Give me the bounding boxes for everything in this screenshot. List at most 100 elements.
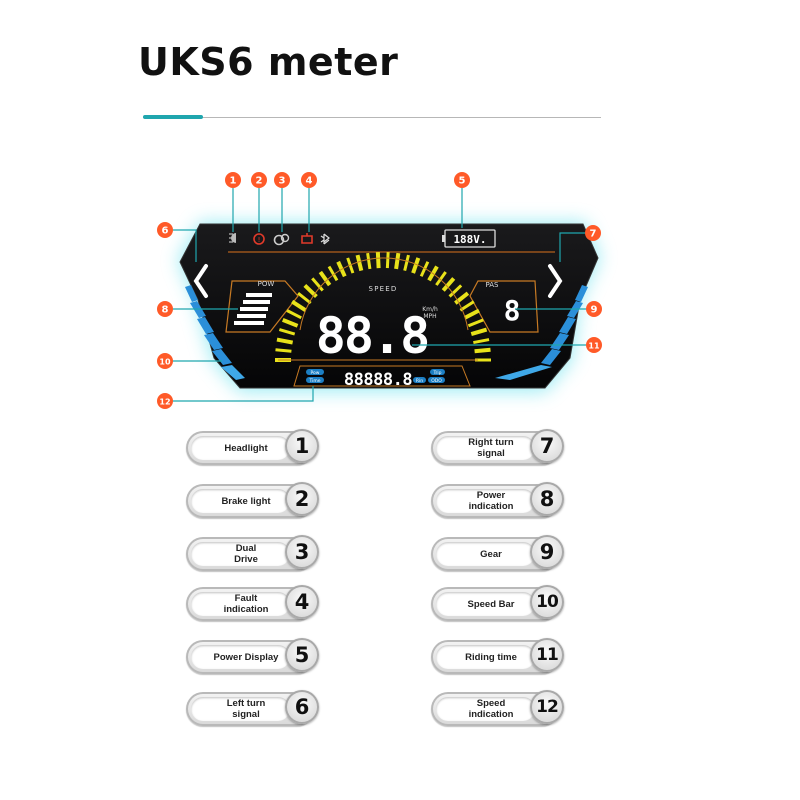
odometer-strip-outline — [293, 365, 471, 387]
brake-light-icon: ! — [253, 233, 265, 245]
pas-panel-outline — [469, 280, 539, 333]
trip-tag — [430, 369, 445, 375]
bluetooth-icon — [320, 233, 330, 245]
legend-item: Speed indication 12 — [431, 690, 565, 728]
gauge-tick — [435, 271, 447, 286]
legend-item: Brake light 2 — [186, 482, 320, 520]
trip-label-rin: Rin — [416, 378, 423, 384]
gauge-tick — [473, 338, 490, 345]
legend-item: Fault indication 4 — [186, 585, 320, 623]
gauge-tick — [366, 252, 372, 270]
callout-number: 6 — [162, 226, 169, 237]
callout-leader-lines — [173, 188, 590, 402]
legend-label: Brake light — [221, 495, 271, 507]
gauge-tick — [470, 327, 488, 336]
trip-label-pow: Pow — [311, 370, 320, 376]
title-divider — [143, 117, 601, 118]
legend-number: 8 — [530, 482, 564, 516]
legend-label: Fault indication — [223, 593, 269, 615]
gauge-tick — [385, 252, 390, 269]
pas-label: PAS — [485, 281, 499, 289]
gauge-tick — [441, 277, 456, 292]
unit-mph: MPH — [423, 313, 436, 320]
battery-voltage-text: 188V. — [453, 233, 486, 246]
headlight-icon — [229, 233, 236, 243]
legend-number: 4 — [285, 585, 319, 619]
callout-number: 8 — [162, 305, 169, 316]
svg-text:!: ! — [258, 236, 261, 244]
callout-number: 1 — [230, 176, 237, 187]
gauge-tick — [403, 254, 410, 271]
legend-label: Gear — [480, 548, 502, 560]
legend-number: 1 — [285, 429, 319, 463]
gauge-tick — [276, 337, 294, 345]
power-level-bars — [234, 293, 272, 325]
callout-number: 7 — [590, 229, 597, 240]
gauge-tick — [286, 309, 302, 320]
callout-badge — [586, 301, 602, 317]
legend-number: 11 — [530, 638, 564, 672]
legend-item: Dual Drive 3 — [186, 535, 320, 573]
unit-kmh: Km/h — [422, 306, 438, 313]
fault-icon — [301, 233, 313, 244]
trip-label-time: Time — [308, 378, 320, 384]
rin-tag — [413, 377, 426, 383]
legend-label: Speed indication — [468, 698, 514, 720]
legend-label: Dual Drive — [234, 543, 258, 565]
legend-number: 5 — [285, 638, 319, 672]
page-title: UKS6 meter — [138, 40, 399, 84]
gauge-tick — [474, 347, 491, 354]
speed-value: 88.8 — [316, 307, 428, 365]
trip-label-trip: Trip — [432, 370, 441, 376]
gauge-tick — [281, 318, 299, 328]
gauge-tick — [355, 254, 364, 272]
gauge-tick — [454, 291, 470, 305]
speed-gauge-arc — [275, 252, 491, 362]
legend-label: Power indication — [468, 490, 514, 512]
callout-badge — [157, 301, 173, 317]
dual-drive-icon — [273, 233, 290, 246]
callout-badge — [157, 353, 173, 369]
odo-tag — [428, 377, 445, 383]
callout-number: 11 — [588, 342, 600, 351]
speed-label: SPEED — [369, 285, 398, 293]
callout-badge — [251, 172, 267, 188]
gauge-tick — [297, 292, 312, 305]
time-tag — [306, 377, 324, 383]
gauge-tick — [278, 328, 296, 336]
callout-number: 10 — [159, 358, 171, 367]
gauge-tick — [275, 348, 292, 353]
legend-number: 10 — [530, 585, 564, 619]
callout-badge — [274, 172, 290, 188]
callout-number: 9 — [591, 305, 598, 316]
legend-number: 12 — [530, 690, 564, 724]
odometer-value: 88888.8 — [344, 370, 412, 390]
legend-item: Speed Bar 10 — [431, 585, 565, 623]
legend-label: Power Display — [213, 651, 279, 663]
pow-label: POW — [258, 280, 275, 288]
battery-indicator: 188V. — [442, 229, 496, 248]
gauge-tick — [291, 299, 307, 312]
callout-badge — [157, 222, 173, 238]
callout-badge — [586, 337, 602, 353]
legend-number: 3 — [285, 535, 319, 569]
legend-item: Headlight 1 — [186, 429, 320, 467]
legend-label: Speed Bar — [467, 598, 515, 610]
gauge-tick — [346, 257, 355, 274]
callout-badge — [225, 172, 241, 188]
legend-label: Headlight — [224, 442, 268, 454]
gauge-tick — [463, 308, 480, 320]
gauge-tick — [318, 270, 332, 287]
legend-number: 6 — [285, 690, 319, 724]
callout-badge — [157, 393, 173, 409]
gauge-tick — [394, 252, 401, 270]
callout-number: 4 — [306, 176, 313, 187]
callout-number: 5 — [459, 176, 466, 187]
gauge-tick — [375, 252, 381, 269]
legend-number: 2 — [285, 482, 319, 516]
